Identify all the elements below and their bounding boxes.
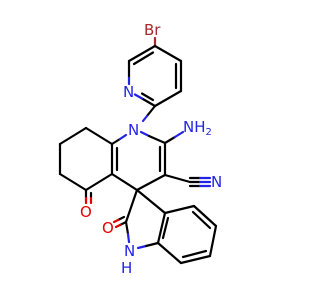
bond (181, 249, 208, 259)
atom-label-o-ketone: O (80, 203, 92, 221)
bond (118, 133, 128, 141)
bond (116, 215, 126, 222)
bond (110, 137, 122, 146)
bond (156, 211, 167, 245)
bond (84, 172, 114, 192)
bond (140, 92, 155, 102)
bond (163, 204, 196, 215)
bond (84, 126, 114, 146)
atom-br: Br (144, 21, 161, 39)
atom-label-n-ring: N (128, 121, 139, 139)
bond (136, 244, 148, 250)
atom-n-ring: N (128, 121, 139, 139)
bond (153, 89, 183, 108)
bond (135, 188, 167, 215)
bond (163, 135, 177, 145)
bond (135, 173, 167, 192)
atom-label-nh2-sub: 2 (206, 127, 212, 138)
bond (144, 241, 160, 248)
atom-o-ketone: O (80, 203, 92, 221)
bond (156, 241, 183, 265)
bond (58, 126, 88, 146)
bond (163, 173, 192, 184)
atom-label-o-lactam: O (102, 219, 114, 237)
bond (147, 134, 167, 145)
bond (153, 44, 183, 63)
bond (127, 44, 157, 63)
atom-label-n-lactam: N (124, 242, 135, 260)
atom-label-nh2-main: NH (183, 118, 206, 136)
bond (191, 210, 212, 230)
bond (179, 254, 212, 265)
bond (58, 172, 88, 192)
atom-label-nh2: NH2 (183, 118, 212, 138)
atom-label-br: Br (144, 21, 161, 39)
atom-n-nitrile: N (211, 173, 222, 191)
atom-label-n-pyridine: N (123, 83, 134, 101)
bonds (58, 36, 218, 265)
bond (139, 130, 151, 138)
bond (161, 216, 170, 240)
bond (141, 114, 149, 123)
bond (112, 218, 120, 224)
atom-nh-lactam: N H (121, 242, 135, 277)
bond (140, 97, 157, 108)
bond (132, 51, 155, 66)
atom-n-pyridine: N (123, 83, 134, 101)
atom-nh2: NH2 (183, 118, 212, 138)
bromopyridinyl-spirooxindole: Br N N NH2 N O O N H (58, 21, 223, 277)
atom-label-n-nitrile: N (211, 173, 222, 191)
bond (114, 223, 122, 229)
bond (173, 130, 185, 139)
bond (126, 232, 131, 244)
atom-labels: Br N N NH2 N O O N H (80, 21, 222, 277)
bond (133, 93, 144, 100)
bond (145, 104, 157, 118)
bond (192, 204, 218, 228)
bond (124, 188, 139, 224)
bond (124, 220, 130, 236)
atom-o-lactam: O (102, 219, 114, 237)
atom-label-h-lactam: H (121, 259, 132, 277)
bond (208, 224, 218, 258)
bond (110, 172, 139, 192)
